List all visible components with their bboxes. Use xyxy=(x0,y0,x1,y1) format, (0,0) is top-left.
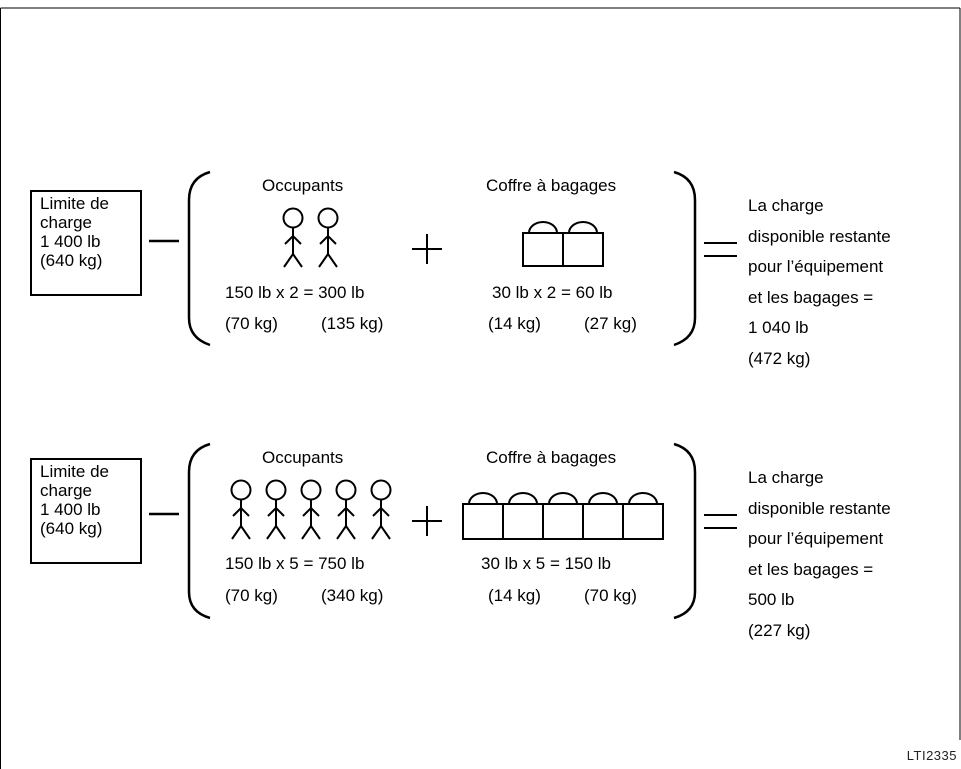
limit-box-text: Limite de charge 1 400 lb (640 kg) xyxy=(40,194,109,270)
equals-sign xyxy=(704,242,737,257)
limit-box xyxy=(30,190,142,296)
occupant-figures xyxy=(230,479,392,540)
luggage-kg-unit: (14 kg) xyxy=(488,314,541,333)
left-paren xyxy=(187,442,211,620)
result-line-3: pour l’équipement xyxy=(748,529,884,548)
luggage-icon xyxy=(582,492,624,540)
limit-line-4: (640 kg) xyxy=(40,519,103,538)
luggage-icon xyxy=(502,492,544,540)
right-paren xyxy=(673,170,697,347)
luggage-icon xyxy=(522,221,564,267)
luggage-title: Coffre à bagages xyxy=(486,448,617,467)
occupants-kg-unit: (70 kg) xyxy=(225,314,278,333)
limit-box xyxy=(30,458,142,564)
left-paren xyxy=(187,170,211,347)
luggage-pieces xyxy=(522,221,604,267)
right-paren xyxy=(673,442,697,620)
result-line-6: (472 kg) xyxy=(748,348,811,368)
person-icon xyxy=(317,207,339,268)
luggage-kg-total: (70 kg) xyxy=(584,586,637,605)
luggage-icon xyxy=(462,492,504,540)
occupants-equation: 150 lb x 5 = 750 lb xyxy=(225,554,365,573)
limit-line-2: charge xyxy=(40,481,92,500)
person-icon xyxy=(230,479,252,540)
limit-line-3: 1 400 lb xyxy=(40,232,101,251)
result-line-1: La charge xyxy=(748,196,824,215)
result-text: La charge disponible restante pour l’équ… xyxy=(748,463,891,646)
occupant-figures xyxy=(282,207,339,268)
occupants-kg-total: (340 kg) xyxy=(321,586,384,605)
result-line-1: La charge xyxy=(748,468,824,487)
luggage-equation: 30 lb x 5 = 150 lb xyxy=(481,554,611,573)
occupants-title: Occupants xyxy=(262,448,344,467)
limit-line-1: Limite de xyxy=(40,194,109,213)
luggage-kg-unit: (14 kg) xyxy=(488,586,541,605)
panel-2-graphics xyxy=(30,442,737,620)
limit-line-4: (640 kg) xyxy=(40,251,103,270)
luggage-pieces xyxy=(462,492,664,540)
result-line-5: 1 040 lb xyxy=(748,318,809,337)
occupants-title: Occupants xyxy=(262,176,344,195)
person-icon xyxy=(300,479,322,540)
result-line-2: disponible restante xyxy=(748,226,891,246)
luggage-icon xyxy=(622,492,664,540)
result-line-4: et les bagages = xyxy=(748,559,874,579)
result-line-5: 500 lb xyxy=(748,590,795,609)
person-icon xyxy=(282,207,304,268)
luggage-equation: 30 lb x 2 = 60 lb xyxy=(492,283,613,302)
reference-code: LTI2335 xyxy=(906,748,957,763)
person-icon xyxy=(265,479,287,540)
plus-sign xyxy=(412,506,442,536)
result-text: La charge disponible restante pour l’équ… xyxy=(748,191,891,374)
limit-line-1: Limite de xyxy=(40,462,109,481)
result-line-2: disponible restante xyxy=(748,498,891,518)
equals-sign xyxy=(704,514,737,529)
occupants-equation: 150 lb x 2 = 300 lb xyxy=(225,283,365,302)
luggage-title: Coffre à bagages xyxy=(486,176,617,195)
luggage-icon xyxy=(542,492,584,540)
result-line-6: (227 kg) xyxy=(748,620,811,640)
limit-box-text: Limite de charge 1 400 lb (640 kg) xyxy=(40,462,109,538)
luggage-icon xyxy=(562,221,604,267)
person-icon xyxy=(335,479,357,540)
limit-line-2: charge xyxy=(40,213,92,232)
occupants-kg-total: (135 kg) xyxy=(321,314,384,333)
result-line-3: pour l’équipement xyxy=(748,257,884,276)
panel-1-graphics xyxy=(30,170,737,347)
result-line-4: et les bagages = xyxy=(748,287,874,307)
person-icon xyxy=(370,479,392,540)
plus-sign xyxy=(412,234,442,264)
limit-line-3: 1 400 lb xyxy=(40,500,101,519)
luggage-kg-total: (27 kg) xyxy=(584,314,637,333)
occupants-kg-unit: (70 kg) xyxy=(225,586,278,605)
